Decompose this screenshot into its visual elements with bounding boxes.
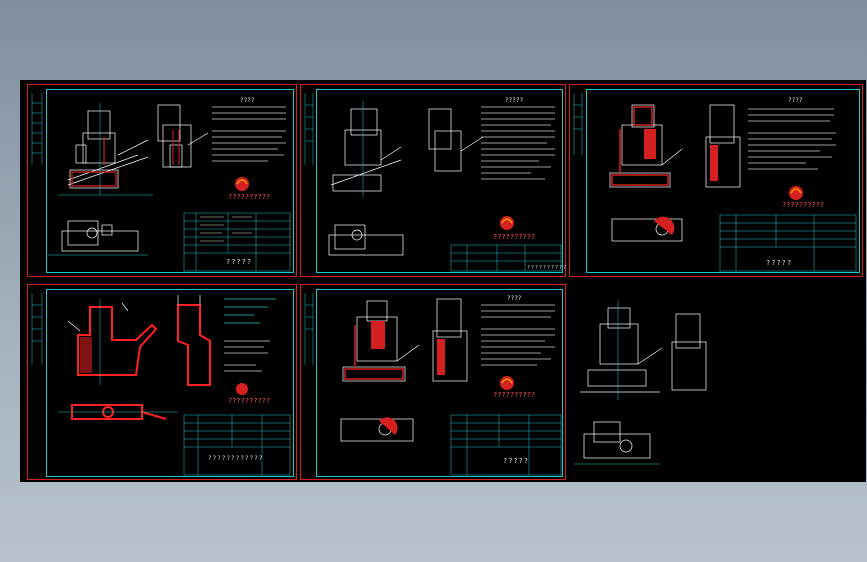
- sheet-4-drawing: [31, 293, 291, 476]
- drawing-sheet-1[interactable]: ?????????? ???? ?????: [27, 84, 297, 277]
- title-block-name: ?????: [226, 258, 253, 266]
- sheet-1-drawing: [31, 93, 291, 272]
- drawing-sheet-5[interactable]: ?????????? ???? ?????: [300, 284, 566, 480]
- title-block-name: ?????: [503, 457, 530, 465]
- sheet-border: [46, 289, 294, 477]
- sheet-heading: ????: [788, 97, 803, 104]
- title-block-name: ????????????: [208, 455, 264, 462]
- sheet-border: [586, 89, 860, 273]
- sheet-heading: ????: [507, 295, 522, 302]
- logo-label: ??????????: [493, 391, 536, 399]
- title-block-name: ?????: [766, 259, 793, 267]
- drawing-sheet-4[interactable]: ?????????? ????????????: [27, 284, 297, 480]
- sheet-heading: ?????: [505, 97, 524, 104]
- sheet-3-drawing: [573, 93, 857, 272]
- sheet-border: [46, 89, 294, 273]
- logo-label: ??????????: [493, 233, 536, 241]
- drawing-sheet-2[interactable]: ?????????? ????? ??????????: [300, 84, 566, 277]
- sheet-border: [316, 289, 563, 477]
- logo-label: ??????????: [228, 397, 271, 405]
- sheet-5-drawing: [304, 293, 562, 476]
- cad-viewport[interactable]: ?????????? ???? ?????: [20, 80, 866, 482]
- logo-label: ??????????: [228, 193, 271, 201]
- loose-assembly-drawing[interactable]: [570, 284, 720, 480]
- logo-label: ??????????: [782, 201, 825, 209]
- sheet-heading: ????: [240, 97, 255, 104]
- sheet-2-drawing: [304, 93, 562, 272]
- title-block-name: ??????????: [527, 265, 568, 271]
- sheet-border: [316, 89, 563, 273]
- drawing-sheet-3[interactable]: ?????????? ???? ?????: [569, 84, 863, 277]
